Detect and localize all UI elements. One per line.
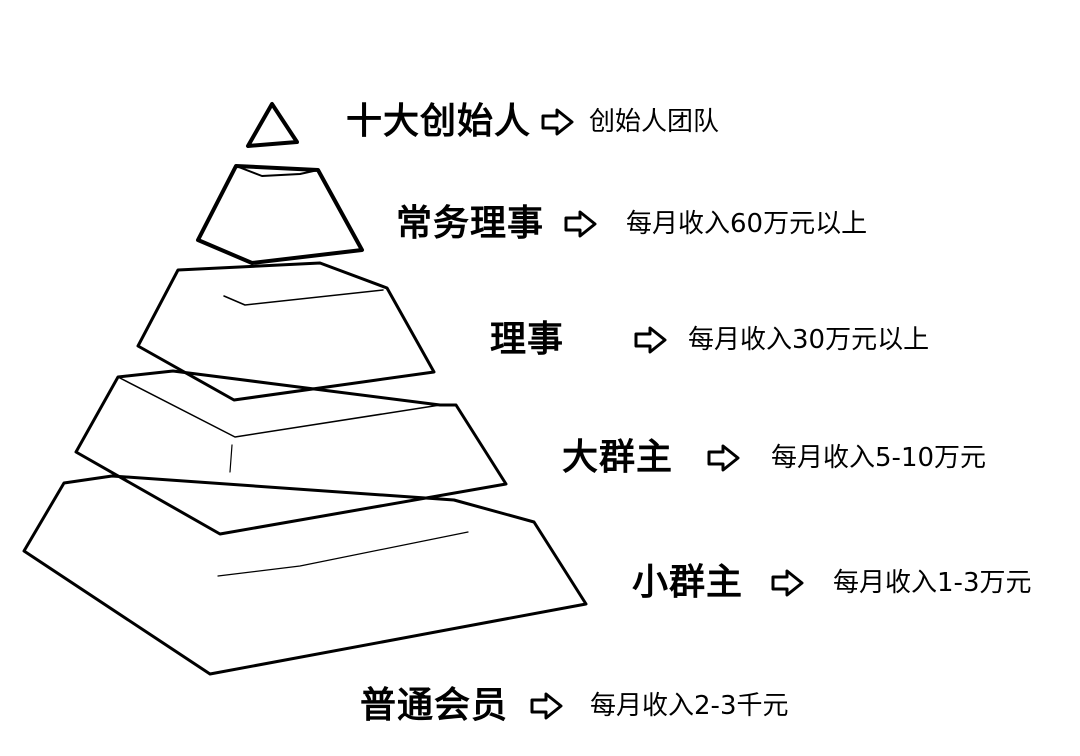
- tier-row-founders: 十大创始人 创始人团队: [346, 104, 719, 140]
- tier-row-regular-member: 普通会员 每月收入2-3千元: [360, 688, 788, 724]
- tier-title: 大群主: [562, 437, 674, 478]
- tier-description: 每月收入1-3万元: [833, 568, 1032, 598]
- tier-title: 理事: [490, 319, 565, 360]
- tier-title: 常务理事: [396, 203, 545, 244]
- tier-title: 普通会员: [360, 685, 509, 726]
- tier-row-executive-director: 常务理事 每月收入60万元以上: [396, 206, 867, 242]
- outlined-right-arrow-icon: [771, 569, 805, 597]
- outlined-right-arrow-icon: [564, 210, 598, 238]
- outlined-right-arrow-icon: [634, 326, 668, 354]
- pyramid-apex: [246, 102, 299, 148]
- pyramid-level-2: [196, 164, 364, 265]
- pyramid-level-5: [22, 474, 588, 676]
- pyramid-level-4: [74, 369, 508, 536]
- tier-description: 每月收入2-3千元: [590, 691, 789, 721]
- tier-description: 每月收入5-10万元: [771, 443, 987, 473]
- tier-row-small-group-owner: 小群主 每月收入1-3万元: [632, 565, 1031, 601]
- tier-title: 十大创始人: [346, 101, 532, 142]
- tier-description: 每月收入30万元以上: [688, 325, 930, 355]
- outlined-right-arrow-icon: [541, 108, 575, 136]
- tier-row-large-group-owner: 大群主 每月收入5-10万元: [562, 440, 986, 476]
- tier-description: 每月收入60万元以上: [626, 209, 868, 239]
- pyramid-level-3: [136, 261, 436, 402]
- outlined-right-arrow-icon: [707, 444, 741, 472]
- outlined-right-arrow-icon: [530, 692, 564, 720]
- tier-title: 小群主: [632, 562, 744, 603]
- tier-row-director: 理事 每月收入30万元以上: [490, 322, 929, 358]
- tier-description: 创始人团队: [589, 107, 720, 137]
